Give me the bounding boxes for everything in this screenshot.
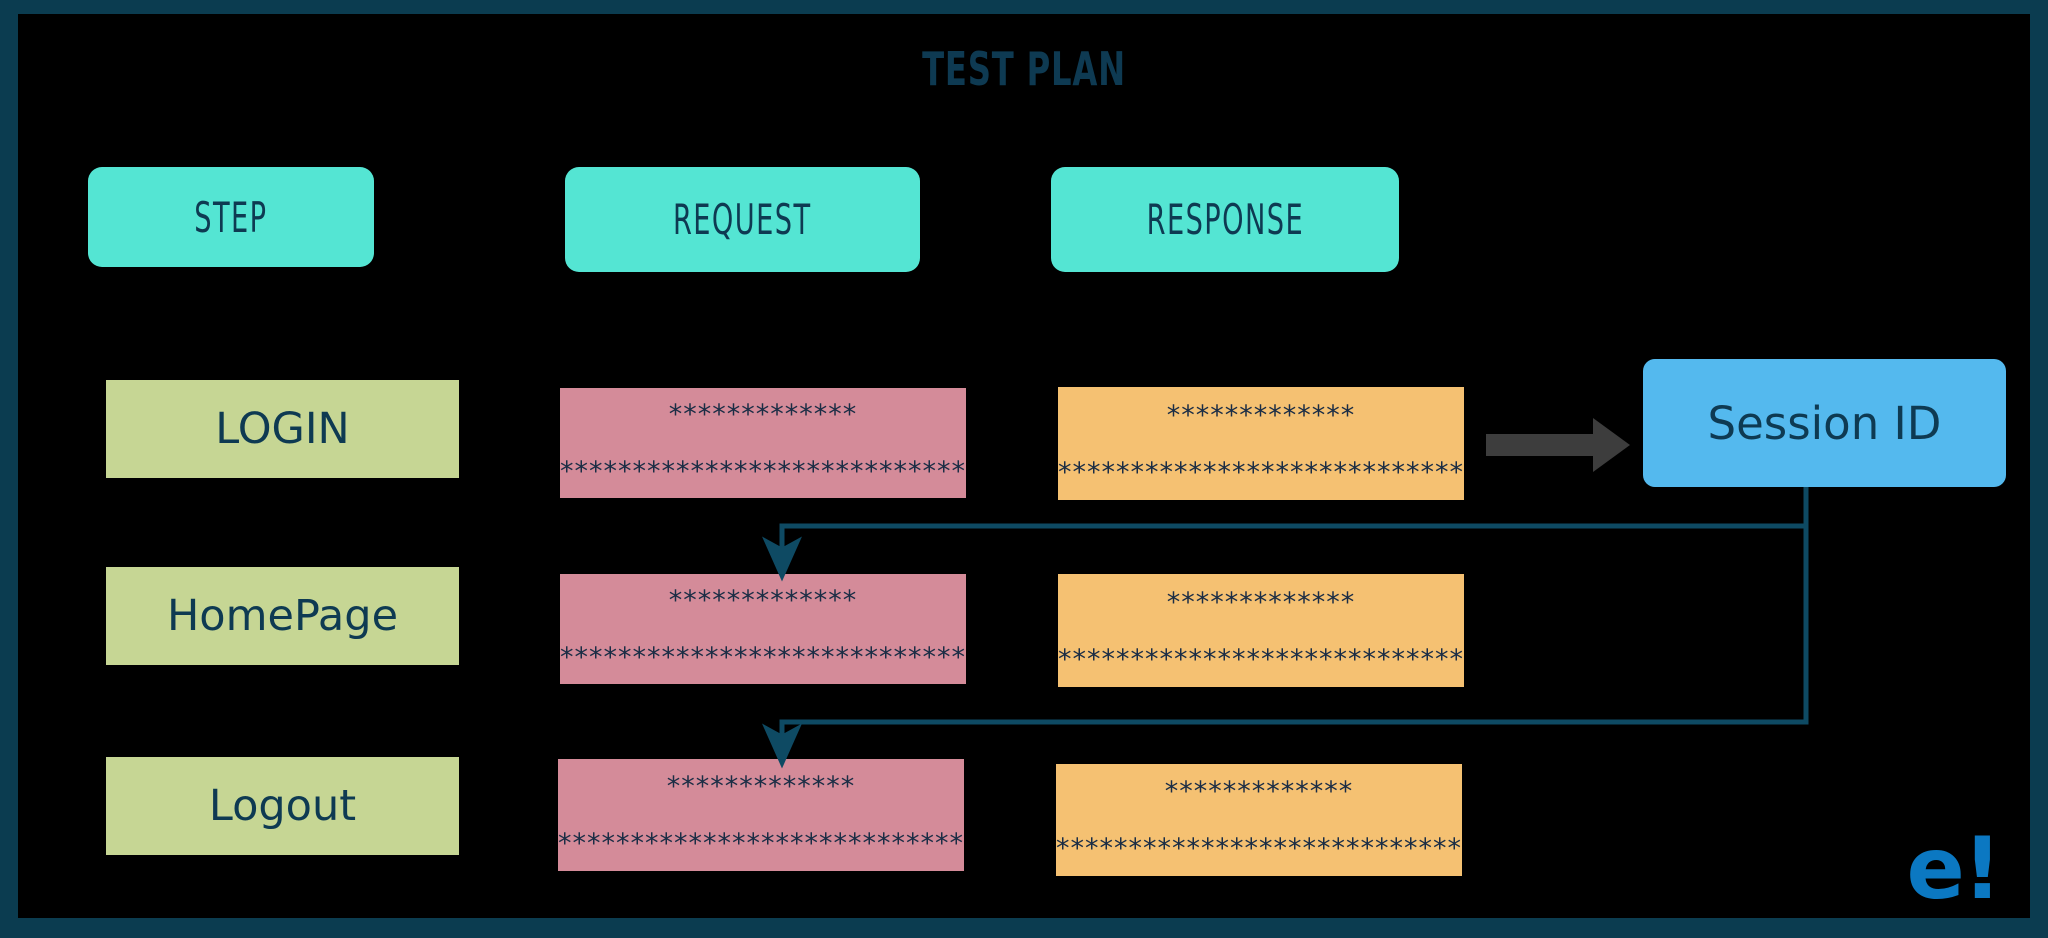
page-title: TEST PLAN (922, 42, 1126, 96)
request-line-1: ************* (666, 771, 856, 802)
diagram-stage: TEST PLAN STEP REQUEST RESPONSE LOGIN **… (18, 14, 2030, 918)
column-header-response-label: RESPONSE (1146, 195, 1304, 244)
response-line-1: ************* (1166, 399, 1356, 431)
column-header-step-label: STEP (194, 192, 268, 242)
column-header-request-label: REQUEST (673, 195, 812, 244)
column-header-step[interactable]: STEP (88, 167, 374, 267)
response-line-2: **************************** (1056, 833, 1462, 864)
response-to-session-arrow-icon (1486, 418, 1630, 472)
response-box-login[interactable]: ************* **************************… (1058, 387, 1464, 500)
step-box-logout[interactable]: Logout (106, 757, 459, 855)
request-line-1: ************* (668, 585, 858, 616)
request-line-2: **************************** (560, 642, 966, 673)
response-box-logout[interactable]: ************* **************************… (1056, 764, 1462, 876)
response-box-homepage[interactable]: ************* **************************… (1058, 574, 1464, 687)
session-id-box[interactable]: Session ID (1643, 359, 2006, 487)
request-box-homepage[interactable]: ************* **************************… (560, 574, 966, 684)
brand-logo: e! (1906, 819, 2002, 918)
response-line-1: ************* (1166, 586, 1356, 618)
step-box-login[interactable]: LOGIN (106, 380, 459, 478)
request-box-login[interactable]: ************* **************************… (560, 388, 966, 498)
request-box-logout[interactable]: ************* **************************… (558, 759, 964, 871)
response-line-2: **************************** (1058, 643, 1464, 675)
response-line-1: ************* (1164, 776, 1354, 807)
column-header-response[interactable]: RESPONSE (1051, 167, 1399, 272)
column-header-request[interactable]: REQUEST (565, 167, 920, 272)
request-line-2: **************************** (558, 828, 964, 859)
request-line-1: ************* (668, 399, 858, 430)
step-box-homepage[interactable]: HomePage (106, 567, 459, 665)
request-line-2: **************************** (560, 456, 966, 487)
response-line-2: **************************** (1058, 456, 1464, 488)
